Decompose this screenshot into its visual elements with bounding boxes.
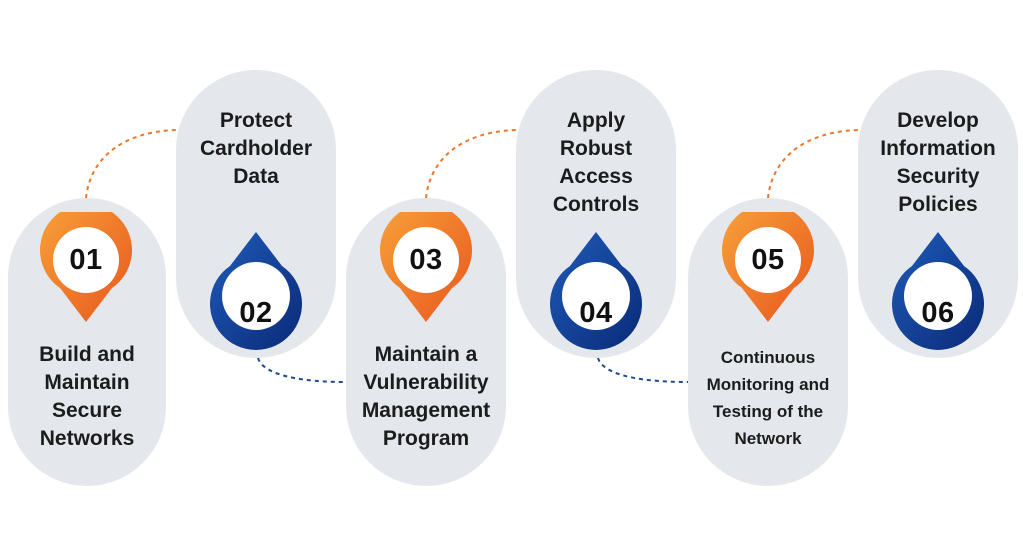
step-02-label: Protect Cardholder Data — [199, 109, 312, 188]
step-06-number: 06 — [921, 297, 955, 329]
step-03-number: 03 — [409, 244, 443, 276]
connector-05-06 — [767, 129, 859, 199]
connector-02-03 — [257, 357, 347, 383]
step-02-number: 02 — [239, 297, 273, 329]
step-06-label: Develop Information Security Policies — [880, 109, 996, 216]
step-04-number: 04 — [579, 297, 613, 329]
step-03-marker: 03 — [376, 212, 476, 340]
step-05-label: Continuous Monitoring and Testing of the… — [706, 348, 830, 448]
connector-04-05 — [597, 357, 689, 383]
connector-01-02 — [85, 129, 177, 199]
step-04-label: Apply Robust Access Controls — [552, 109, 640, 216]
step-03-label: Maintain a Vulnerability Management Prog… — [361, 343, 491, 450]
step-01-marker: 01 — [36, 212, 136, 340]
step-02-marker: 02 — [206, 232, 306, 360]
step-06-marker: 06 — [888, 232, 988, 360]
step-04-marker: 04 — [546, 232, 646, 360]
step-01-label: Build and Maintain Secure Networks — [39, 343, 135, 450]
step-05-number: 05 — [751, 244, 785, 276]
step-01-number: 01 — [69, 244, 103, 276]
connector-03-04 — [425, 129, 517, 199]
step-05-marker: 05 — [718, 212, 818, 340]
